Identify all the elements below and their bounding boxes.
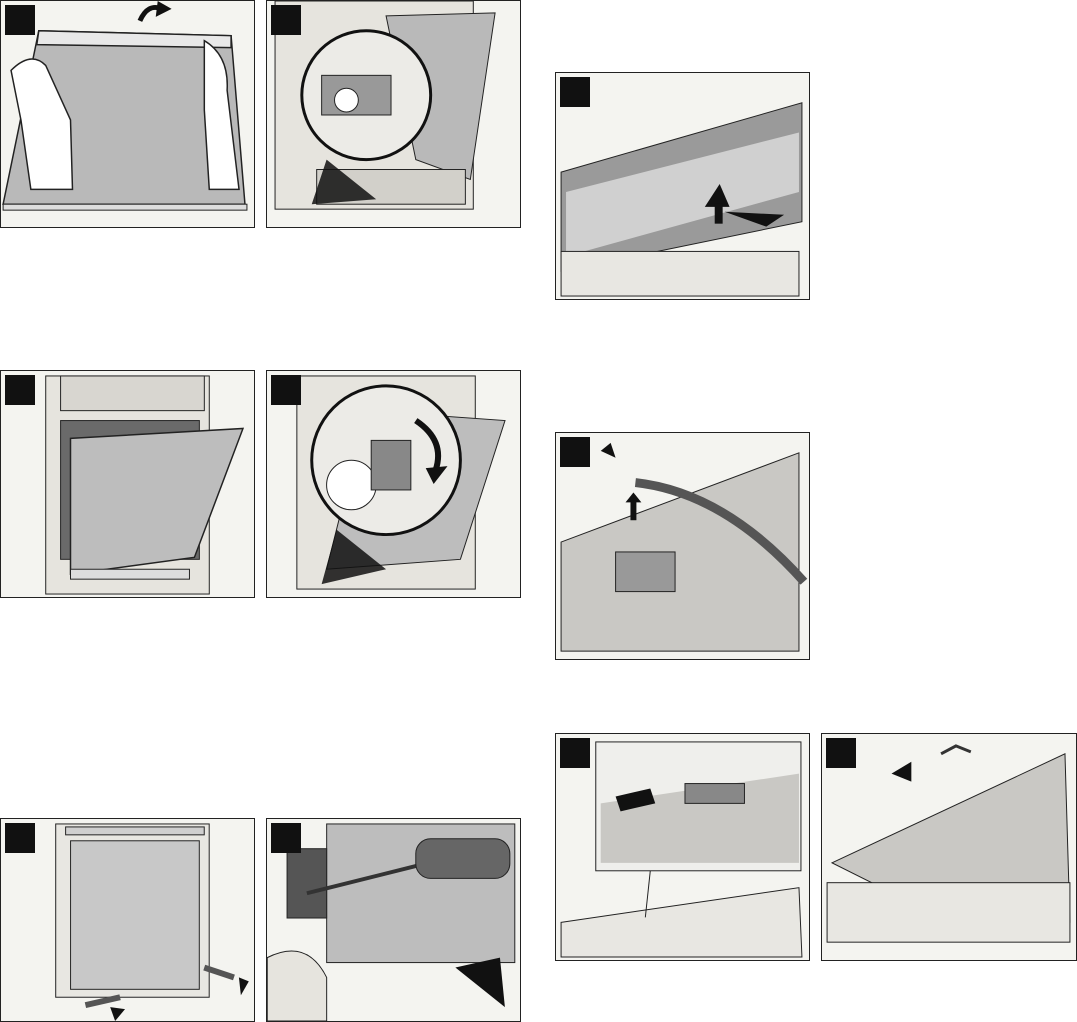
illustration-remove-pane (821, 733, 1077, 961)
step-badge (560, 738, 590, 768)
illustration-screwdriver (266, 818, 521, 1022)
step-badge (271, 5, 301, 35)
step-badge (560, 77, 590, 107)
seal-drawing (556, 433, 809, 659)
arrow-icon (892, 762, 912, 782)
illustration-hinge-lock (266, 370, 521, 598)
glass-pane-drawing (556, 73, 809, 299)
screwdriver-drawing (267, 819, 520, 1021)
open-oven-drawing (1, 371, 254, 597)
step-badge (271, 375, 301, 405)
arrow-icon (156, 1, 172, 17)
arrow-icon (601, 443, 616, 458)
hinge-detail-drawing (267, 1, 520, 227)
illustration-door-screws (0, 818, 255, 1022)
arrow-icon (455, 958, 505, 1008)
remove-pane-drawing (822, 734, 1076, 960)
arrow-icon (110, 1007, 125, 1021)
door-screws-drawing (1, 819, 254, 1021)
step-badge (5, 375, 35, 405)
illustration-open-oven-door (0, 370, 255, 598)
step-badge (826, 738, 856, 768)
step-badge (5, 5, 35, 35)
arrow-icon (239, 977, 249, 995)
door-cover-drawing (1, 1, 254, 227)
step-badge (271, 823, 301, 853)
illustration-remove-seal (555, 432, 810, 660)
hinge-lock-drawing (267, 371, 520, 597)
illustration-hinge-detail (266, 0, 521, 228)
step-badge (5, 823, 35, 853)
step-badge (560, 437, 590, 467)
illustration-lift-glass-pane (555, 72, 810, 300)
clip-detail-drawing (556, 734, 809, 960)
illustration-remove-door-cover (0, 0, 255, 228)
illustration-clip-detail (555, 733, 810, 961)
